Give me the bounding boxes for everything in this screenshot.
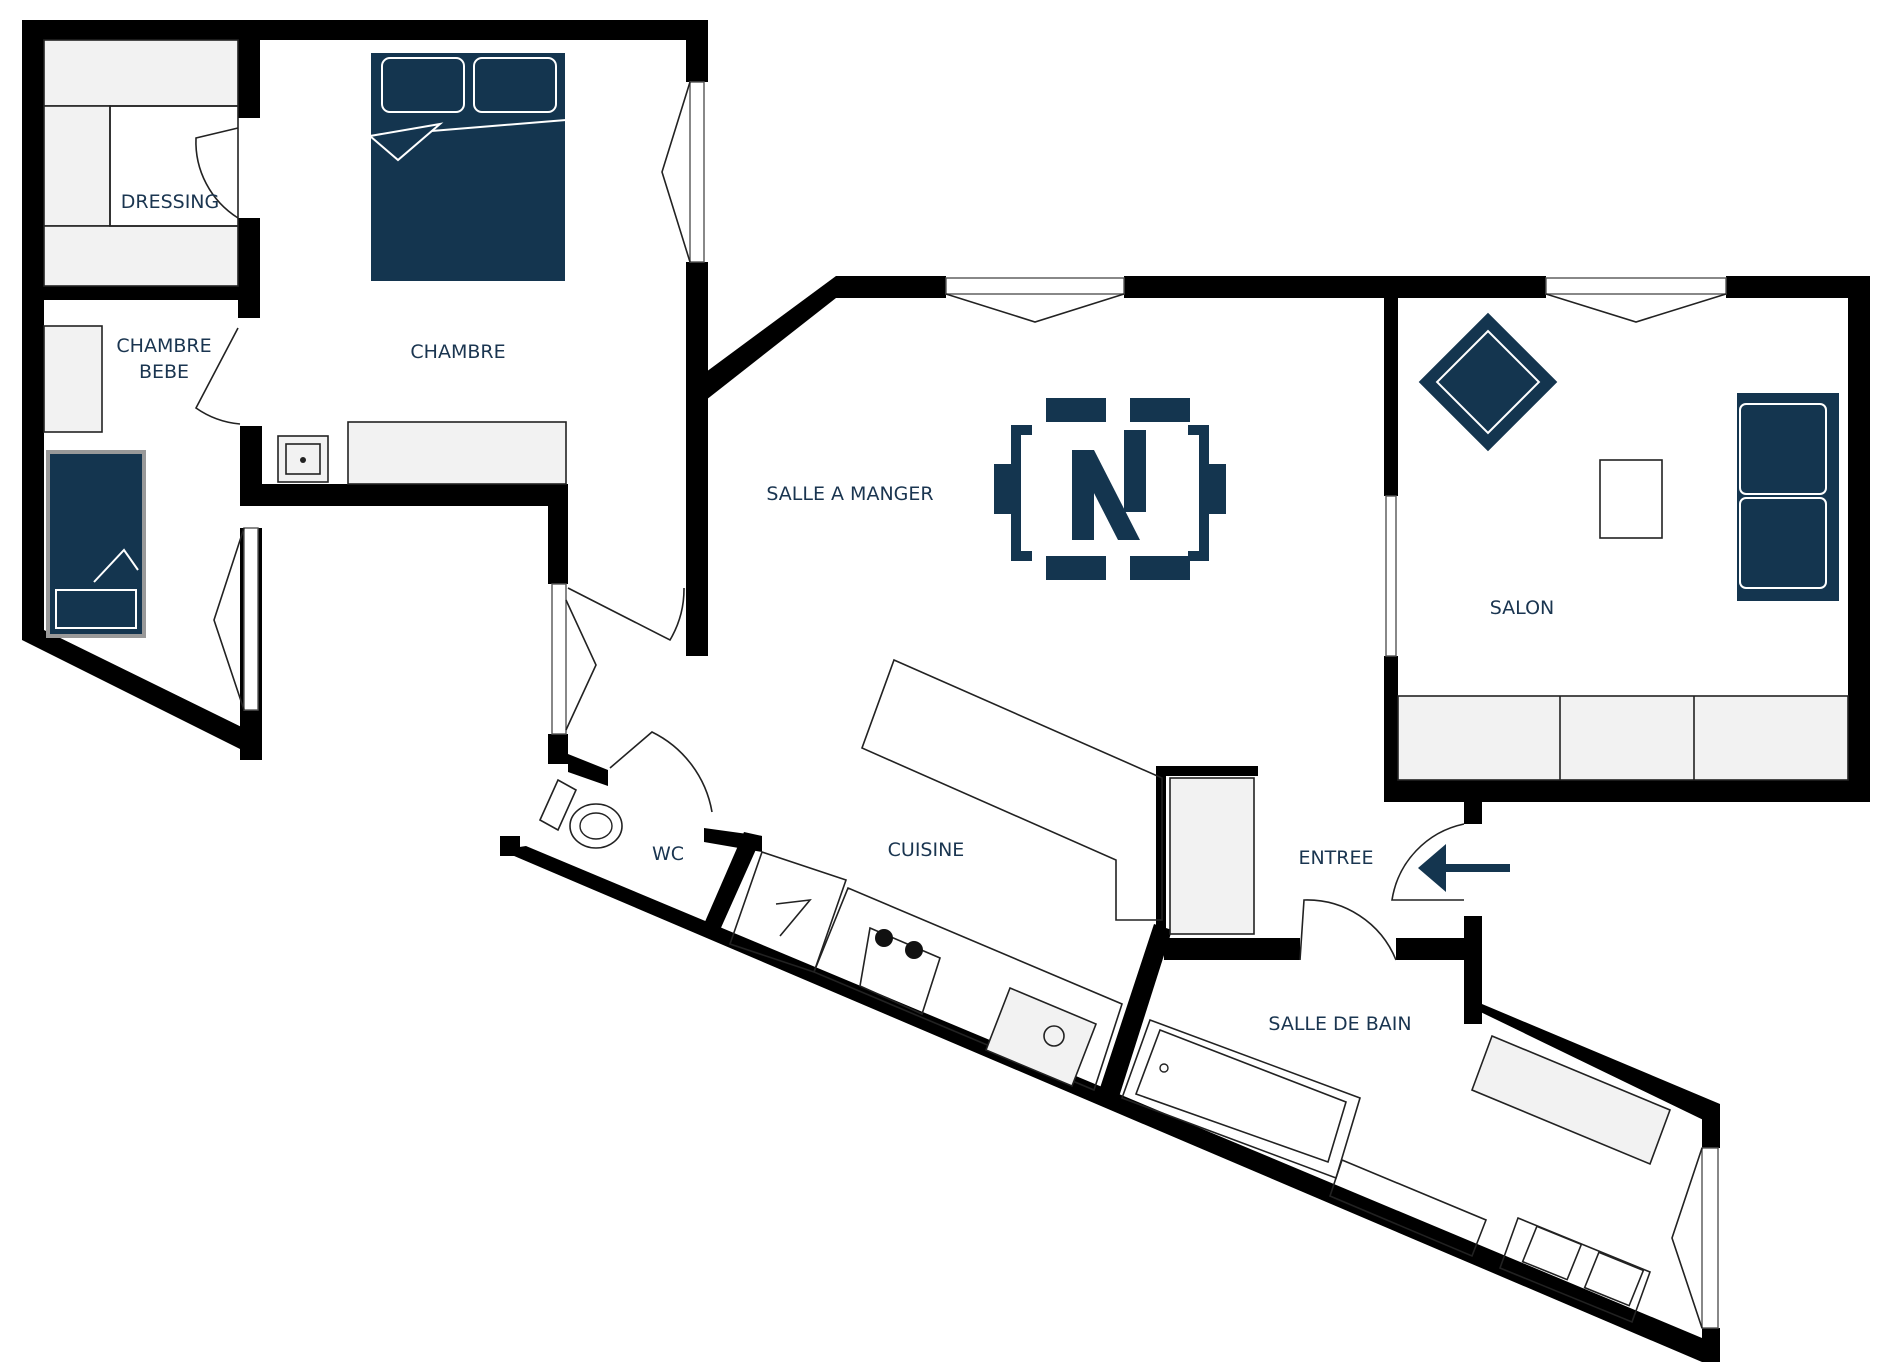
chambre-room <box>277 51 567 485</box>
n-logo-icon <box>1072 430 1146 540</box>
label-salle-a-manger: SALLE A MANGER <box>766 483 933 505</box>
label-salle-de-bain: SALLE DE BAIN <box>1268 1013 1411 1035</box>
doors <box>194 127 1465 961</box>
walls <box>22 20 1870 1362</box>
label-cuisine: CUISINE <box>888 839 965 861</box>
label-entree: ENTREE <box>1298 847 1373 869</box>
bathroom-room <box>1120 1018 1672 1324</box>
label-wc: WC <box>652 843 684 865</box>
label-chambre: CHAMBRE <box>410 341 505 363</box>
windows <box>213 81 1727 1329</box>
label-chambre-bebe-line2: BEBE <box>139 361 189 383</box>
room-labels: DRESSING CHAMBRE BEBE CHAMBRE SALLE A MA… <box>116 191 1554 1035</box>
entrance-arrow-icon <box>1418 844 1510 892</box>
label-dressing: DRESSING <box>121 191 220 213</box>
label-salon: SALON <box>1490 597 1555 619</box>
salon-room <box>1397 309 1849 781</box>
dressing-room <box>43 39 239 287</box>
kitchen-room <box>728 658 1255 1092</box>
dining-table <box>994 398 1226 580</box>
chambre-bebe-room <box>43 325 146 638</box>
label-chambre-bebe-line1: CHAMBRE <box>116 335 211 357</box>
wc-room <box>538 778 623 849</box>
